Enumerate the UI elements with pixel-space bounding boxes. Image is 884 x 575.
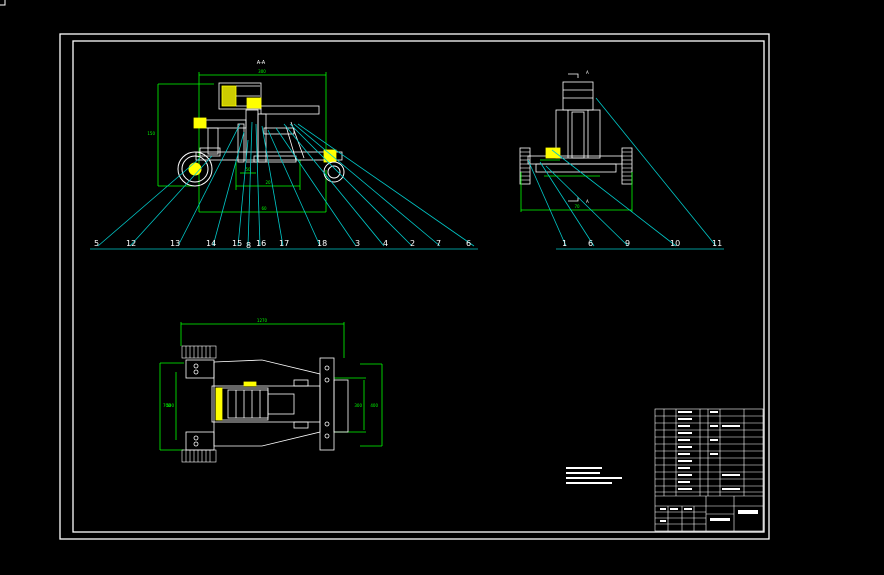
side-label-4: 10	[670, 239, 680, 248]
front-left-wheel	[177, 151, 213, 187]
title-block	[654, 408, 764, 532]
front-label-10: 3	[355, 239, 360, 248]
front-dimensions	[157, 72, 327, 213]
front-label-14: 6	[466, 239, 471, 248]
front-label-3: 13	[170, 239, 180, 248]
side-view: A A	[519, 70, 724, 250]
side-label-2: 6	[588, 239, 593, 248]
front-view: A-A 300 150 50 20 60	[90, 60, 478, 250]
side-dim-bottom-width: 70	[574, 204, 580, 209]
side-label-3: 9	[625, 239, 630, 248]
front-dim-b: 20	[265, 180, 271, 185]
side-label-1: 1	[562, 239, 567, 248]
front-label-9: 18	[317, 239, 327, 248]
front-label-13: 7	[436, 239, 441, 248]
top-dim-overall-length: 1270	[257, 318, 268, 323]
side-section-mark-bottom: A	[586, 199, 589, 204]
side-dimensions	[520, 159, 633, 212]
top-dim-left-height: 700	[163, 403, 171, 408]
front-section-title: A-A	[257, 60, 266, 66]
technical-notes	[566, 467, 622, 484]
inner-frame	[72, 40, 765, 533]
top-view: 1270 700 500 400 300	[159, 318, 383, 463]
top-chassis	[185, 357, 349, 451]
top-wheels	[181, 345, 217, 463]
front-label-6: 8	[246, 241, 251, 250]
top-dim-left-inner: 500	[166, 403, 174, 408]
front-right-wheel	[323, 161, 345, 183]
top-dim-right-height: 400	[370, 403, 378, 408]
side-structure	[519, 81, 633, 185]
front-label-5: 15	[232, 239, 242, 248]
side-part-labels: 1 6 9 10 11	[562, 239, 722, 248]
side-wheel-hatching	[520, 151, 632, 181]
front-label-8: 17	[279, 239, 289, 248]
side-section-marks	[568, 73, 579, 202]
front-label-11: 4	[383, 239, 388, 248]
front-mast	[193, 109, 305, 163]
front-dim-c: 60	[261, 206, 267, 211]
front-label-1: 5	[94, 239, 99, 248]
top-dimensions	[159, 322, 383, 451]
front-motor	[218, 82, 320, 115]
side-label-5: 11	[712, 239, 722, 248]
front-label-7: 16	[256, 239, 266, 248]
front-leaders	[90, 121, 478, 250]
front-dim-a: 50	[245, 167, 251, 172]
front-label-12: 2	[410, 239, 415, 248]
outer-frame	[59, 33, 770, 540]
front-dim-height: 150	[147, 131, 155, 136]
ucs-corner-icon	[0, 0, 6, 6]
front-part-labels: 5 12 13 14 15 8 16 17 18 3 4 2 7 6	[94, 239, 471, 250]
front-label-2: 12	[126, 239, 136, 248]
front-dim-top-width: 300	[258, 69, 266, 74]
title-block-text-bars	[660, 411, 758, 522]
side-leaders	[527, 97, 724, 250]
front-label-4: 14	[206, 239, 216, 248]
top-dim-right-inner: 300	[354, 403, 362, 408]
side-section-mark-top: A	[586, 70, 589, 75]
